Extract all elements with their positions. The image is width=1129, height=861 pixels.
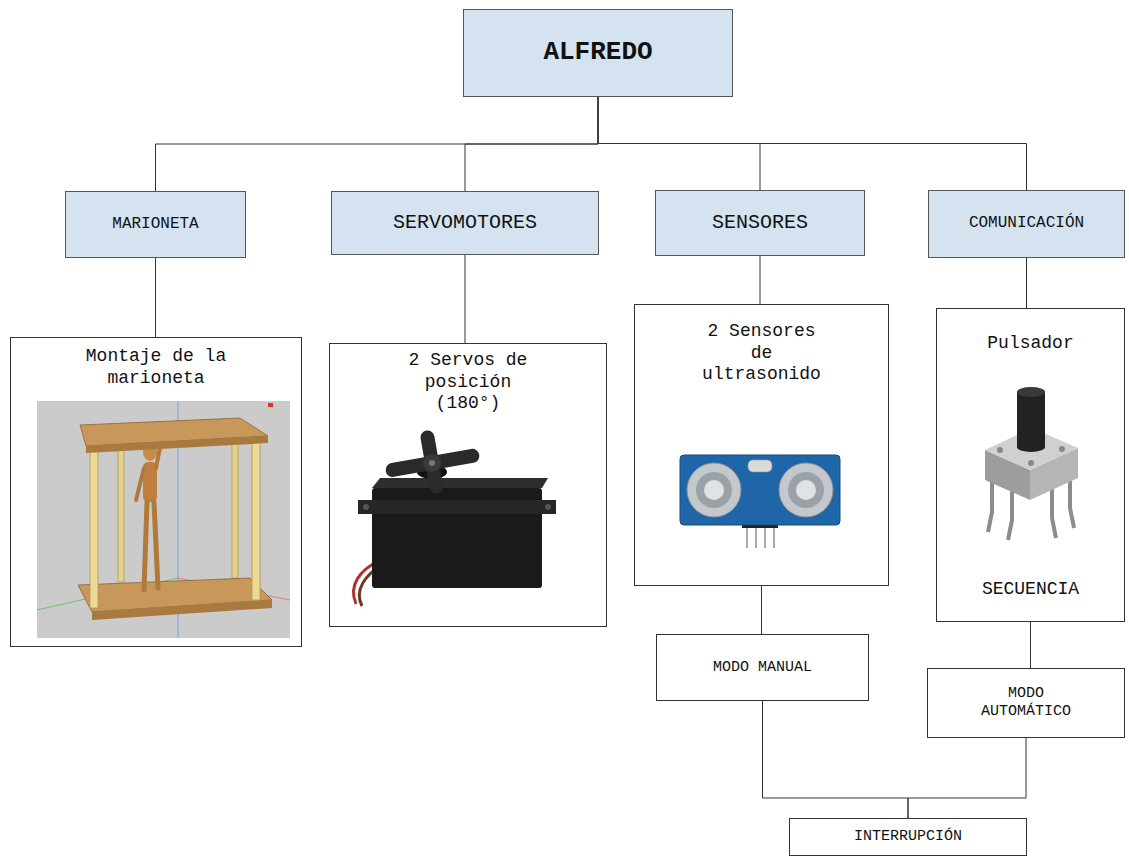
mode-box: MODO AUTOMÁTICO — [927, 668, 1125, 738]
puppet-illustration-part — [154, 502, 158, 588]
push-button-illustration-part — [1059, 446, 1065, 452]
push-button-illustration — [985, 387, 1078, 540]
ultrasonic-sensor-illustration-part — [779, 463, 833, 517]
connector-line — [155, 258, 156, 337]
box-label: 2 Sensores de ultrasonido — [699, 321, 824, 386]
push-button-illustration-part — [1052, 488, 1056, 538]
push-button-illustration-part — [988, 478, 992, 532]
push-button-illustration-part — [1017, 392, 1045, 447]
servo-illustration — [353, 429, 556, 606]
box-label: INTERRUPCIÓN — [854, 828, 962, 846]
puppet-illustration-part — [86, 436, 268, 453]
ultrasonic-sensor-illustration-part — [746, 528, 748, 548]
box-label: 2 Servos de posición (180°) — [393, 350, 543, 415]
puppet-illustration-part — [90, 440, 98, 608]
ultrasonic-sensor-illustration-part — [764, 528, 766, 548]
ultrasonic-sensor-illustration-part — [696, 472, 732, 508]
push-button-illustration-part — [1017, 387, 1045, 397]
ultrasonic-sensor-illustration-part — [788, 472, 824, 508]
puppet-illustration-part — [92, 600, 272, 620]
servo-illustration-part — [423, 454, 441, 472]
ultrasonic-sensor-illustration-part — [680, 455, 840, 525]
category-box: SERVOMOTORES — [331, 191, 599, 255]
ultrasonic-sensor-illustration-part — [773, 528, 775, 548]
connector-line — [1030, 622, 1031, 668]
ultrasonic-sensor-illustration-part — [755, 528, 757, 548]
ultrasonic-sensor-illustration-part — [796, 480, 816, 500]
connector-line — [763, 701, 909, 818]
box-footer-label: SECUENCIA — [982, 579, 1079, 601]
push-button-illustration-part — [1028, 460, 1034, 466]
servo-illustration-part — [372, 478, 548, 488]
connector-line — [156, 97, 599, 191]
category-box: COMUNICACIÓN — [928, 190, 1125, 258]
puppet-illustration-part — [268, 403, 273, 407]
connector-line — [598, 97, 1027, 190]
category-box: MARIONETA — [65, 191, 246, 258]
puppet-illustration-part — [118, 430, 124, 582]
ultrasonic-sensor-illustration-part — [748, 460, 772, 472]
box-label: Montaje de la marioneta — [76, 346, 236, 389]
component-card: Montaje de la marioneta — [10, 337, 302, 647]
push-button-illustration-part — [1008, 490, 1012, 540]
component-card: PulsadorSECUENCIA — [936, 308, 1125, 622]
servo-illustration-part — [363, 504, 369, 510]
connector-line — [760, 256, 761, 304]
box-label: SERVOMOTORES — [393, 211, 537, 235]
puppet-illustration — [37, 401, 290, 638]
servo-illustration-part — [419, 429, 444, 494]
servo-illustration-part — [545, 504, 551, 510]
push-button-illustration-part — [997, 447, 1003, 453]
puppet-illustration-part — [144, 502, 147, 590]
ultrasonic-sensor-illustration — [680, 455, 840, 548]
puppet-illustration-part — [136, 468, 144, 500]
connector-line — [465, 255, 466, 343]
component-card: 2 Servos de posición (180°) — [329, 343, 607, 627]
push-button-illustration-part — [1070, 476, 1074, 528]
puppet-illustration-part — [37, 401, 290, 638]
connector-line — [761, 586, 762, 634]
box-label: MODO AUTOMÁTICO — [971, 685, 1081, 721]
root-box: ALFREDO — [463, 9, 733, 97]
box-label: MODO MANUAL — [713, 659, 812, 677]
puppet-illustration-part — [252, 436, 260, 600]
box-label: MARIONETA — [112, 215, 198, 234]
mode-box: MODO MANUAL — [656, 634, 869, 701]
interrupt-box: INTERRUPCIÓN — [789, 818, 1027, 856]
category-box: SENSORES — [655, 190, 865, 256]
servo-illustration-part — [358, 500, 556, 514]
connector-line — [908, 738, 1026, 818]
push-button-illustration-part — [1017, 442, 1045, 452]
box-label: Pulsador — [987, 333, 1073, 355]
connector-line — [1026, 258, 1027, 308]
servo-illustration-part — [429, 460, 435, 466]
box-label: COMUNICACIÓN — [969, 214, 1084, 233]
puppet-illustration-part — [232, 428, 238, 578]
box-label: ALFREDO — [543, 37, 652, 68]
component-card: 2 Sensores de ultrasonido — [634, 304, 889, 586]
box-label: SENSORES — [712, 211, 808, 235]
ultrasonic-sensor-illustration-part — [704, 480, 724, 500]
ultrasonic-sensor-illustration-part — [687, 463, 741, 517]
connector-line — [465, 97, 598, 191]
